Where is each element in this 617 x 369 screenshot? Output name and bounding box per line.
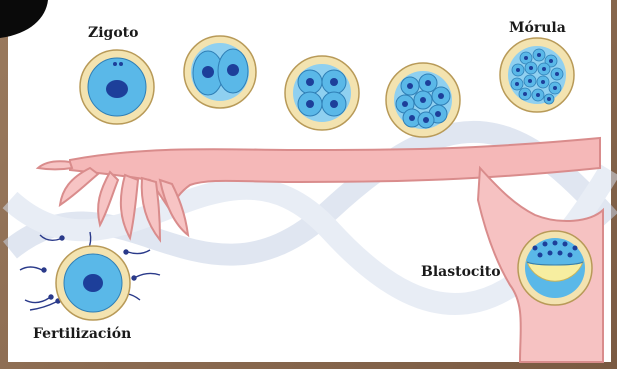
four-cell-stage xyxy=(285,56,359,130)
blastocyst-cell xyxy=(518,231,592,305)
fertilized-egg xyxy=(56,246,130,320)
corner-blob xyxy=(0,0,48,38)
label-zigoto: Zigoto xyxy=(88,25,138,41)
zygote-cell xyxy=(80,50,154,124)
two-cell-stage xyxy=(184,36,256,108)
morula-cell xyxy=(500,38,574,112)
eight-cell-stage xyxy=(386,63,460,137)
label-blastocito: Blastocito xyxy=(421,264,501,280)
label-fertilizacion: Fertilización xyxy=(33,326,131,342)
label-morula: Mórula xyxy=(509,20,566,36)
